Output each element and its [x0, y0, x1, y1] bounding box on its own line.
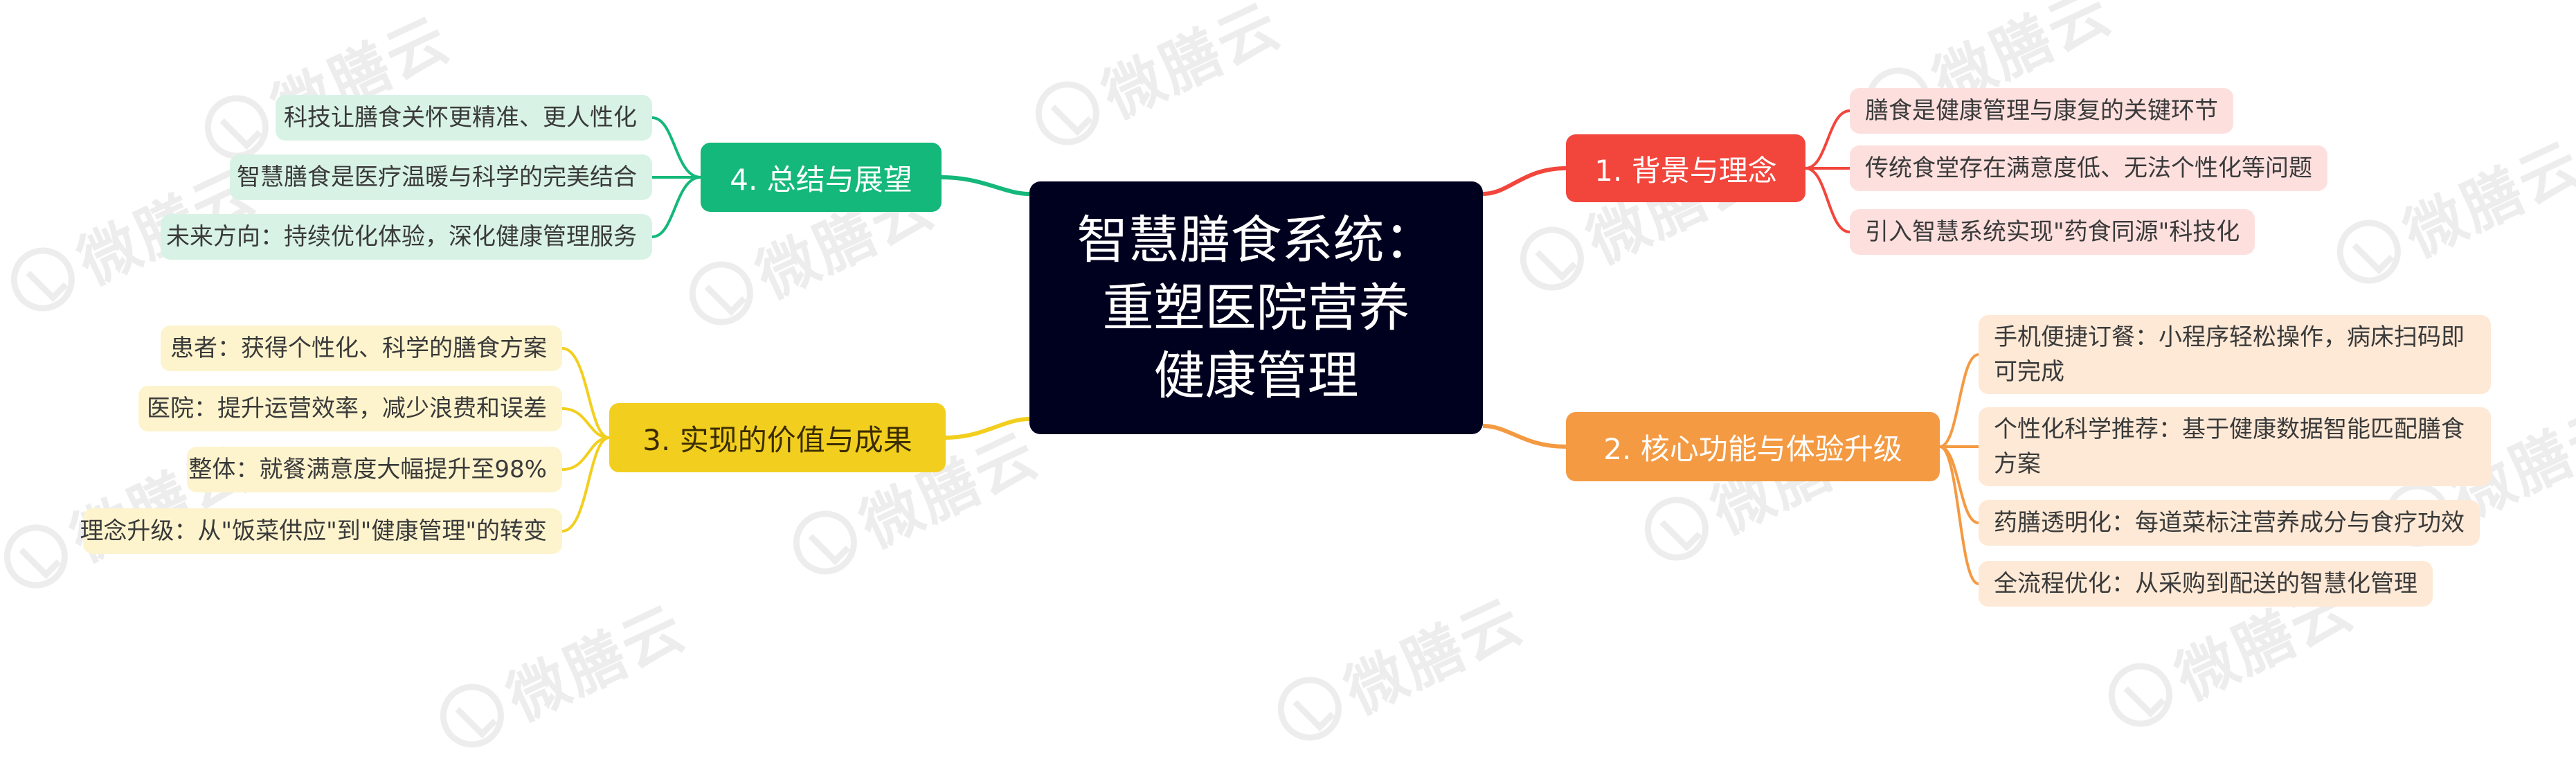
leaf-b2-4[interactable]: 全流程优化：从采购到配送的智慧化管理 — [1979, 561, 2433, 607]
connector-b3-leaf4 — [561, 436, 610, 533]
connector-b2-leaf4 — [1939, 445, 1979, 585]
leaf-text: 未来方向：持续优化体验，深化健康管理服务 — [166, 223, 637, 251]
leaf-text: 患者：获得个性化、科学的膳食方案 — [170, 334, 547, 362]
leaf-b4-2[interactable]: 智慧膳食是医疗温暖与科学的完美结合 — [230, 154, 652, 200]
connector-b4-leaf1 — [651, 116, 701, 179]
leaf-b3-3[interactable]: 整体：就餐满意度大幅提升至98% — [187, 447, 562, 492]
branch-label: 1. 背景与理念 — [1594, 153, 1777, 188]
leaf-text: 整体：就餐满意度大幅提升至98% — [188, 456, 547, 483]
leaf-b3-2[interactable]: 医院：提升运营效率，减少浪费和误差 — [138, 386, 562, 431]
leaf-b1-2[interactable]: 传统食堂存在满意度低、无法个性化等问题 — [1850, 145, 2327, 191]
leaf-b2-3[interactable]: 药膳透明化：每道菜标注营养成分与食疗功效 — [1979, 500, 2480, 546]
branch-label: 2. 核心功能与体验升级 — [1603, 431, 1902, 466]
mind-map: 智慧膳食系统： 重塑医院营养 健康管理 1. 背景与理念 膳食是健康管理与康复的… — [0, 0, 2576, 693]
leaf-b1-3[interactable]: 引入智慧系统实现"药食同源"科技化 — [1850, 209, 2255, 255]
leaf-text: 个性化科学推荐：基于健康数据智能匹配膳食方案 — [1994, 416, 2465, 478]
connector-b1-leaf1 — [1805, 109, 1850, 170]
connector-b3-leaf1 — [561, 347, 610, 439]
leaf-text: 医院：提升运营效率，减少浪费和误差 — [147, 395, 547, 422]
leaf-text: 引入智慧系统实现"药食同源"科技化 — [1865, 218, 2240, 246]
leaf-text: 膳食是健康管理与康复的关键环节 — [1865, 97, 2218, 125]
branch-value-results[interactable]: 3. 实现的价值与成果 — [609, 403, 946, 472]
leaf-b3-4[interactable]: 理念升级：从"饭菜供应"到"健康管理"的转变 — [80, 508, 562, 554]
connector-b3-leaf2 — [561, 407, 610, 439]
leaf-b2-2[interactable]: 个性化科学推荐：基于健康数据智能匹配膳食方案 — [1979, 407, 2491, 486]
connector-lines — [561, 109, 1979, 585]
branch-background-philosophy[interactable]: 1. 背景与理念 — [1566, 134, 1805, 202]
leaf-text: 手机便捷订餐：小程序轻松操作，病床扫码即可完成 — [1994, 323, 2465, 386]
connector-center-branch1 — [1482, 166, 1567, 196]
branch-summary-outlook[interactable]: 4. 总结与展望 — [701, 143, 942, 212]
connector-b1-leaf3 — [1805, 167, 1850, 233]
connector-b4-leaf3 — [651, 176, 701, 238]
connector-b2-leaf1 — [1939, 353, 1979, 448]
connector-center-branch2 — [1482, 424, 1567, 449]
central-topic-line-2: 重塑医院营养 — [1102, 278, 1410, 338]
branch-label: 4. 总结与展望 — [730, 162, 912, 197]
leaf-text: 药膳透明化：每道菜标注营养成分与食疗功效 — [1994, 509, 2465, 537]
leaf-text: 智慧膳食是医疗温暖与科学的完美结合 — [237, 163, 637, 191]
connector-center-branch4 — [941, 175, 1030, 196]
leaf-b4-3[interactable]: 未来方向：持续优化体验，深化健康管理服务 — [161, 214, 652, 260]
leaf-b1-1[interactable]: 膳食是健康管理与康复的关键环节 — [1850, 88, 2233, 134]
connector-center-branch3 — [945, 417, 1030, 440]
branch-label: 3. 实现的价值与成果 — [642, 422, 912, 457]
branch-core-features[interactable]: 2. 核心功能与体验升级 — [1566, 412, 1940, 481]
central-topic-line-3: 健康管理 — [1153, 346, 1359, 406]
leaf-b4-1[interactable]: 科技让膳食关怀更精准、更人性化 — [276, 95, 652, 141]
central-topic-line-1: 智慧膳食系统： — [1077, 210, 1436, 270]
leaf-text: 理念升级：从"饭菜供应"到"健康管理"的转变 — [80, 517, 547, 545]
leaf-text: 传统食堂存在满意度低、无法个性化等问题 — [1865, 154, 2312, 182]
central-topic[interactable]: 智慧膳食系统： 重塑医院营养 健康管理 — [1029, 181, 1483, 434]
leaf-text: 全流程优化：从采购到配送的智慧化管理 — [1994, 570, 2417, 598]
leaf-text: 科技让膳食关怀更精准、更人性化 — [284, 104, 637, 132]
leaf-b3-1[interactable]: 患者：获得个性化、科学的膳食方案 — [161, 325, 562, 371]
leaf-b2-1[interactable]: 手机便捷订餐：小程序轻松操作，病床扫码即可完成 — [1979, 315, 2491, 394]
